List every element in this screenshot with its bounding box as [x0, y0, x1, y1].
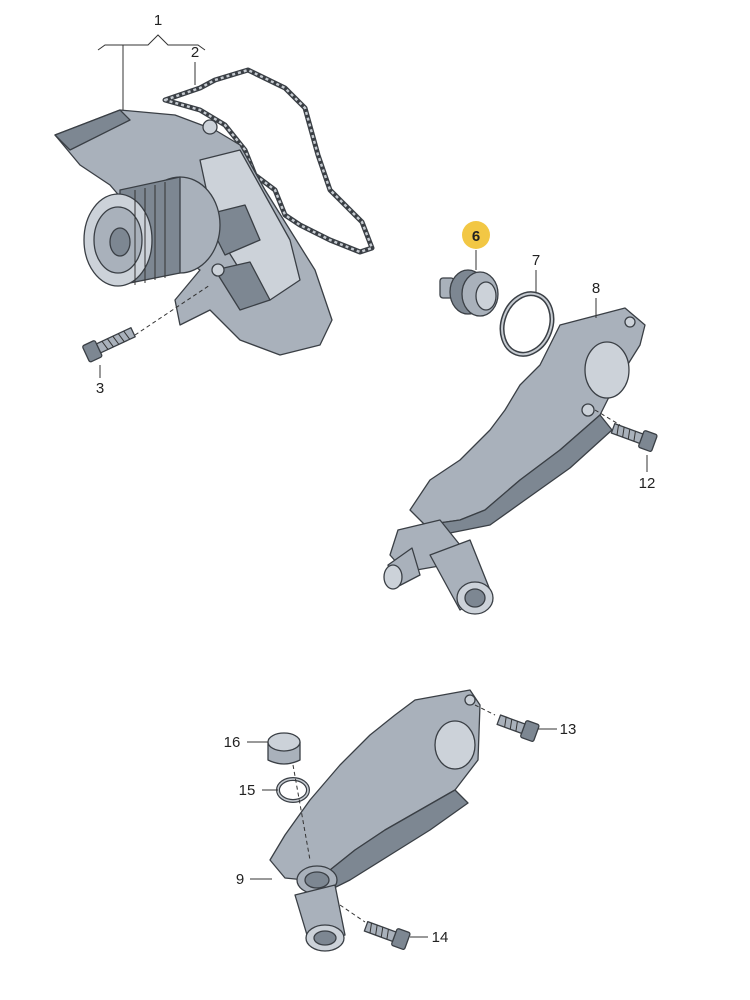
- plug-part-16: [267, 732, 301, 765]
- leader-lines: [97, 34, 648, 938]
- coolant-housing-part-8: [383, 307, 646, 615]
- callout-8: 8: [592, 280, 600, 297]
- alignment-line-12: [594, 409, 621, 426]
- callout-6-highlight-circle: [462, 221, 490, 249]
- callout-14: 14: [432, 929, 449, 946]
- o-ring-part-7: [499, 291, 555, 357]
- water-pump-part-1: [54, 109, 333, 356]
- callout-1: 1: [154, 12, 162, 29]
- alignment-line-15: [292, 764, 311, 861]
- callout-13: 13: [560, 721, 577, 738]
- alignment-line-13: [474, 704, 496, 716]
- callout-6-highlighted: 6: [462, 221, 490, 249]
- callout-7: 7: [532, 252, 540, 269]
- lower-coolant-pipe-part-9: [269, 689, 481, 952]
- callout-6: 6: [472, 228, 480, 245]
- alignment-line-14: [339, 904, 366, 923]
- callout-3: 3: [96, 380, 104, 397]
- callout-15: 15: [239, 782, 256, 799]
- gasket-part-2: [162, 67, 375, 255]
- callout-9: 9: [236, 871, 244, 888]
- bolt-part-13: [496, 714, 540, 742]
- bolt-part-12: [610, 423, 658, 452]
- callout-16: 16: [224, 734, 241, 751]
- seal-ring-part-15: [276, 777, 310, 803]
- bolt-part-14: [363, 921, 411, 950]
- callout-2: 2: [191, 44, 199, 61]
- alignment-line-3: [134, 284, 211, 336]
- thermostat-part-6: [439, 269, 499, 317]
- bolt-part-3: [82, 327, 136, 363]
- callout-12: 12: [639, 475, 656, 492]
